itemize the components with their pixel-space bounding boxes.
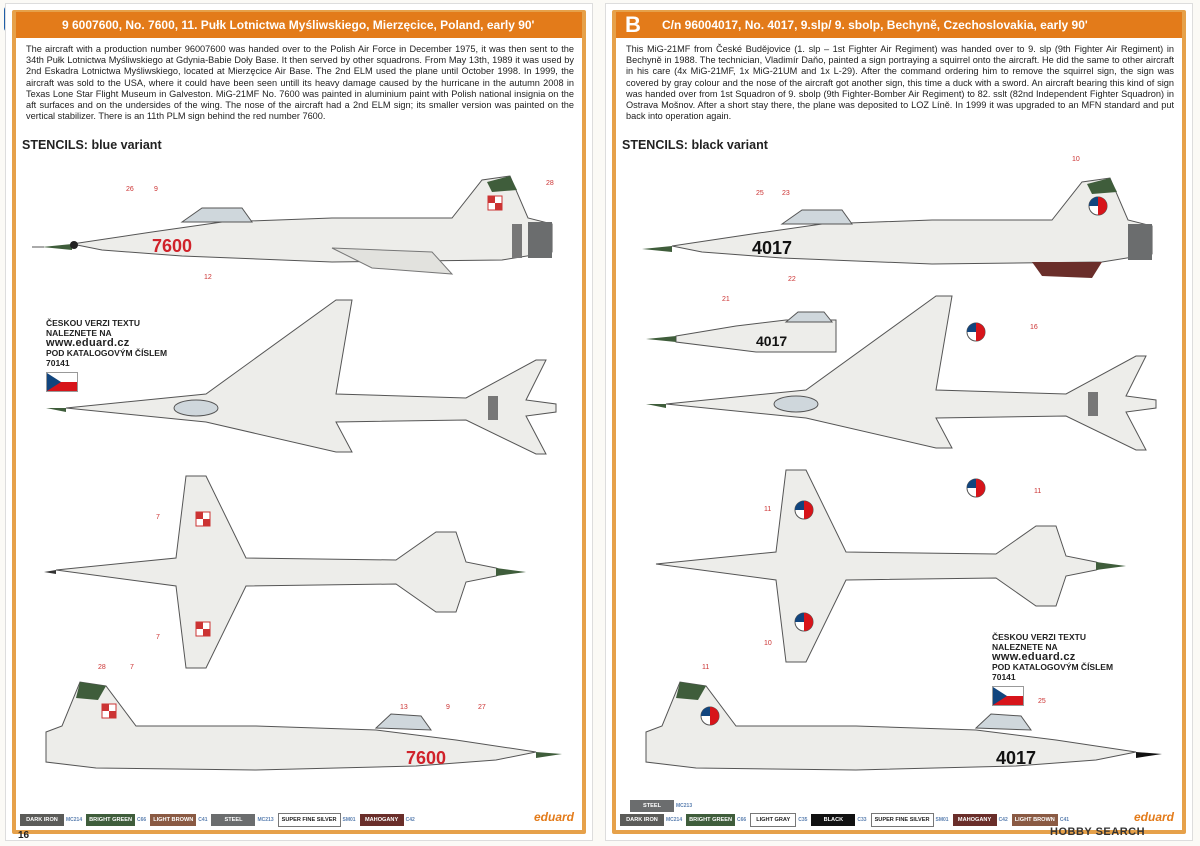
callout-label: 23	[782, 190, 790, 197]
callout-label: 7	[130, 664, 134, 671]
aircraft-bottom-view	[44, 475, 526, 669]
aircraft-top-view	[646, 295, 1157, 451]
callout-label: 21	[722, 296, 730, 303]
callout-label: 26	[126, 186, 134, 193]
czech-version-note: ČESKOU VERZI TEXTU NALEZNETE NA www.edua…	[46, 318, 186, 392]
page-header: 9 6007600, No. 7600, 11. Pułk Lotnictwa …	[16, 12, 582, 38]
right-page: C/n 96004017, No. 4017, 9.slp/ 9. sbolp,…	[606, 4, 1192, 840]
callout-label: 11	[764, 506, 772, 513]
aircraft-bottom-view	[655, 469, 1126, 663]
page-header: C/n 96004017, No. 4017, 9.slp/ 9. sbolp,…	[616, 12, 1182, 38]
aircraft-description: The aircraft with a production number 96…	[26, 44, 574, 122]
callout-label: 27	[478, 704, 486, 711]
callout-label: 9	[446, 704, 450, 711]
stencils-title: STENCILS: black variant	[622, 138, 768, 152]
aircraft-right-profile: 4017	[645, 681, 1162, 771]
callout-label: 25	[756, 190, 764, 197]
page-number: 16	[18, 830, 30, 841]
aircraft-number: 7600	[152, 236, 192, 256]
callout-label: 16	[1030, 324, 1038, 331]
callout-label: 10	[764, 640, 772, 647]
aircraft-side-profile: 4017	[642, 177, 1153, 278]
aircraft-number-right: 4017	[996, 748, 1036, 768]
stencils-title: STENCILS: blue variant	[22, 138, 162, 152]
aircraft-number-right: 7600	[406, 748, 446, 768]
callout-label: 22	[788, 276, 796, 283]
callout-label: 9	[154, 186, 158, 193]
eduard-url[interactable]: www.eduard.cz	[46, 337, 130, 349]
aircraft-description: This MiG-21MF from České Budějovice (1. …	[626, 44, 1174, 122]
eduard-logo: eduard	[533, 810, 574, 824]
callout-label: 10	[1072, 156, 1080, 163]
czech-version-note: ČESKOU VERZI TEXTU NALEZNETE NA www.edua…	[992, 632, 1132, 706]
callout-label: 12	[204, 274, 212, 281]
aircraft-top-view	[46, 299, 557, 455]
left-page: 9 6007600, No. 7600, 11. Pułk Lotnictwa …	[6, 4, 592, 841]
callout-label: 7	[156, 634, 160, 641]
czech-flag-icon	[992, 686, 1024, 706]
callout-label: 7	[156, 514, 160, 521]
callout-label: 28	[546, 180, 554, 187]
callout-label: 13	[400, 704, 408, 711]
nose-detail-view: 4017	[646, 311, 837, 353]
callout-label: 28	[98, 664, 106, 671]
callout-label: 11	[1034, 488, 1042, 495]
aircraft-side-profile: 7600	[32, 175, 553, 275]
aircraft-right-profile: 7600	[45, 681, 562, 771]
callout-label: 25	[1038, 698, 1046, 705]
czech-flag-icon	[46, 372, 78, 392]
eduard-url[interactable]: www.eduard.cz	[992, 651, 1076, 663]
eduard-logo: eduard	[1133, 810, 1174, 824]
callout-label: 11	[702, 664, 710, 671]
aircraft-number: 4017	[752, 238, 792, 258]
variant-letter: B	[625, 12, 641, 37]
hobby-search-watermark: HOBBY SEARCH	[1050, 826, 1146, 838]
nose-number: 4017	[756, 333, 787, 349]
